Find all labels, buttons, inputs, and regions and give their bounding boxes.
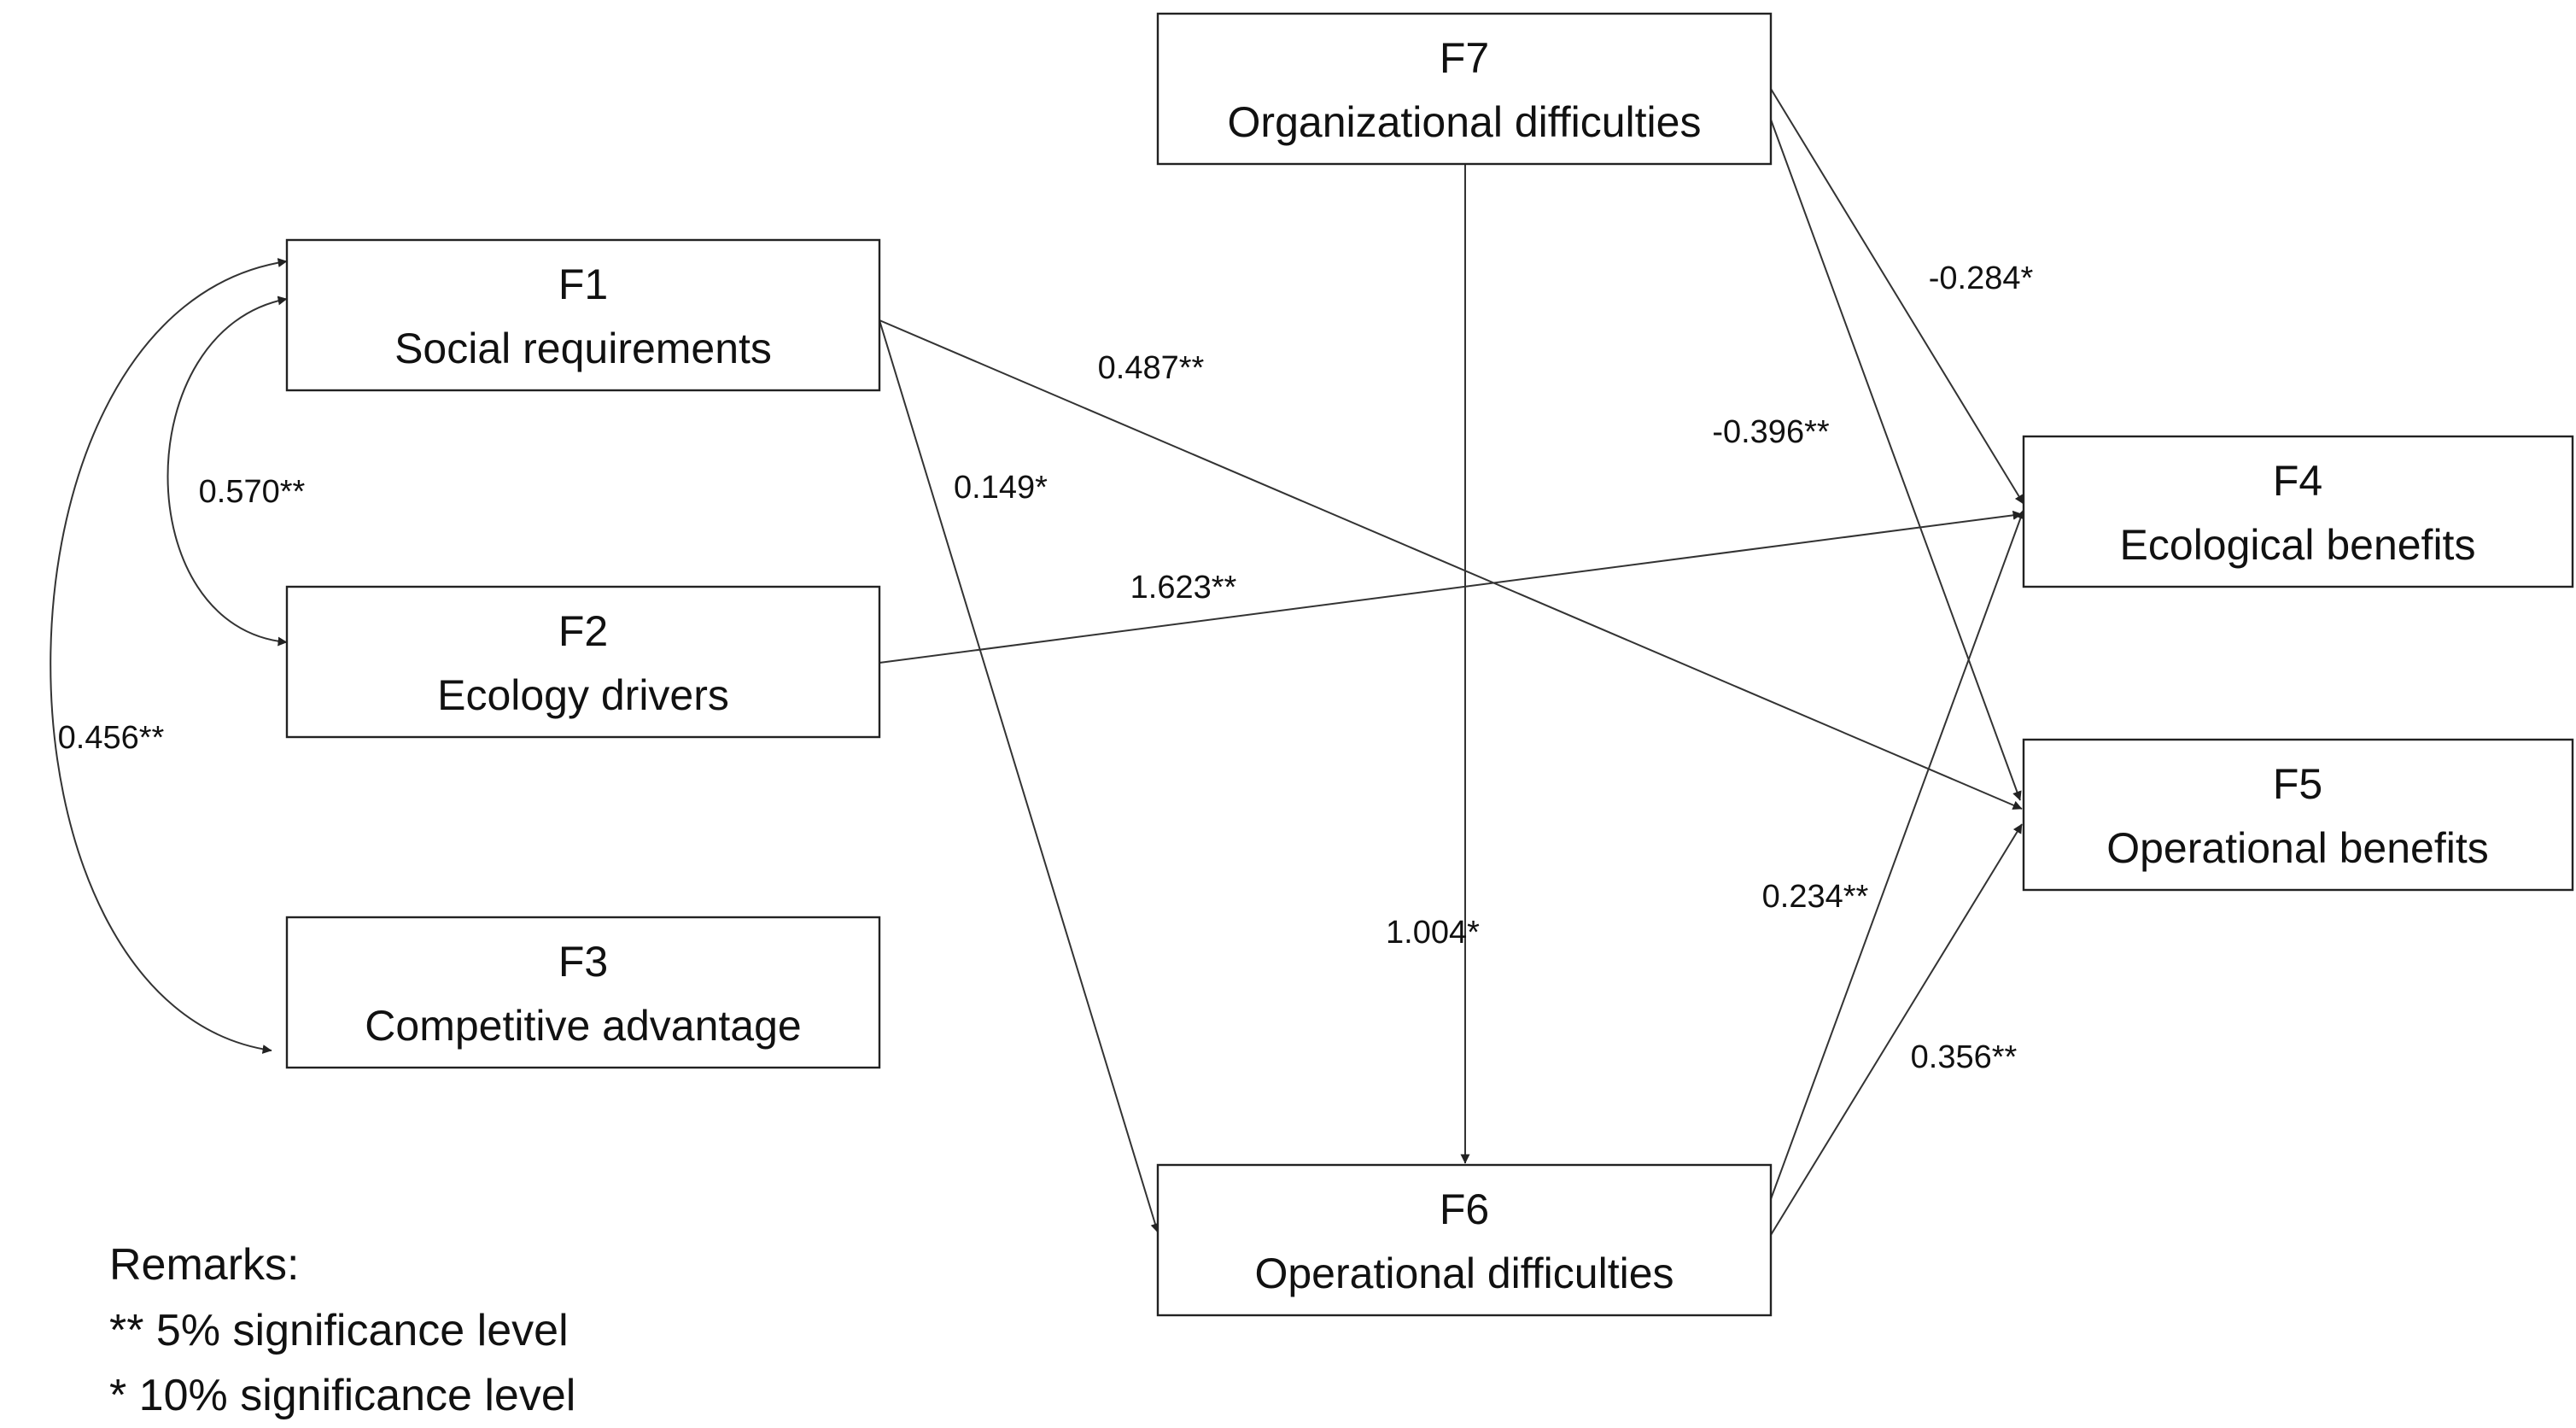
node-f4-label: Ecological benefits (2120, 521, 2476, 569)
edge-f1-f2-covariance (166, 296, 288, 647)
coef-f1-f3: 0.456** (58, 720, 165, 756)
edge-f1-f6 (879, 319, 1160, 1233)
node-f6-id: F6 (1440, 1185, 1489, 1233)
coef-f6-f5: 0.356** (1911, 1039, 2018, 1075)
coef-f7-f6: 1.004* (1386, 915, 1480, 951)
node-f7-id: F7 (1440, 34, 1489, 82)
edges (50, 88, 2025, 1236)
remarks-title: Remarks: (109, 1240, 299, 1290)
node-f7-label: Organizational difficulties (1228, 98, 1702, 146)
node-f5-label: Operational benefits (2106, 824, 2489, 872)
node-f2: F2 Ecology drivers (285, 585, 881, 739)
node-f6: F6 Operational difficulties (1156, 1163, 1773, 1317)
coef-f2-f4: 1.623** (1130, 570, 1237, 606)
coef-f6-f4: 0.234** (1762, 879, 1869, 915)
node-f3: F3 Competitive advantage (285, 916, 881, 1069)
node-f3-label: Competitive advantage (365, 1002, 801, 1050)
node-f5-id: F5 (2273, 760, 2322, 808)
node-f4: F4 Ecological benefits (2022, 435, 2574, 588)
node-f1: F1 Social requirements (285, 238, 881, 392)
coef-f7-f4: -0.284* (1929, 260, 2034, 296)
node-f2-id: F2 (558, 607, 608, 655)
coef-f1-f5: 0.487** (1098, 350, 1205, 386)
coefficients: 0.570** 0.456** 0.487** 0.149* 1.623** -… (58, 260, 2034, 1075)
node-f4-id: F4 (2273, 457, 2322, 505)
coef-f1-f2: 0.570** (199, 474, 306, 510)
edge-f6-f4 (1770, 509, 2025, 1200)
edge-f2-f4 (879, 510, 2023, 664)
node-f2-label: Ecology drivers (437, 671, 729, 719)
node-f7: F7 Organizational difficulties (1156, 12, 1773, 166)
remarks: Remarks: ** 5% significance level * 10% … (109, 1240, 575, 1420)
node-f1-id: F1 (558, 260, 608, 308)
coef-f7-f5: -0.396** (1712, 414, 1830, 450)
coef-f1-f6: 0.149* (954, 470, 1048, 506)
edge-f7-f5 (1770, 119, 2022, 801)
node-f3-id: F3 (558, 938, 608, 986)
edge-f6-f5 (1770, 823, 2023, 1236)
node-f6-label: Operational difficulties (1254, 1250, 1674, 1297)
remarks-line-1: ** 5% significance level (109, 1306, 569, 1355)
edge-f1-f5 (879, 319, 2023, 810)
node-f5: F5 Operational benefits (2022, 738, 2574, 892)
remarks-line-2: * 10% significance level (109, 1371, 575, 1420)
edge-f1-f3-covariance (50, 258, 288, 1054)
edge-f7-f4 (1770, 88, 2024, 505)
node-f1-label: Social requirements (394, 325, 772, 372)
